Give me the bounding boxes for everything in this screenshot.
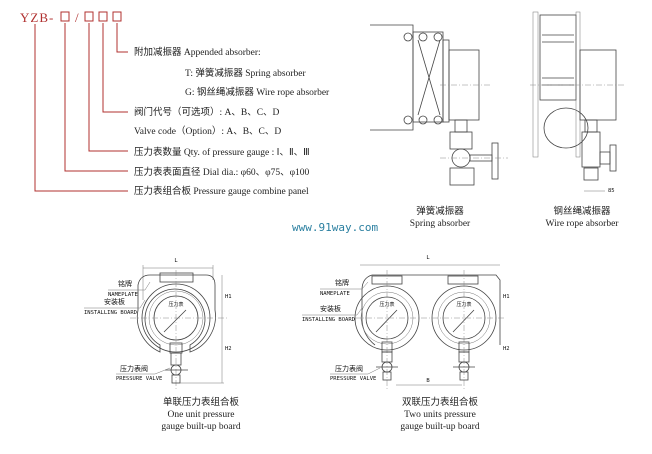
- one-unit-board-drawing: L 压力表 H1 H2 铭牌 NAMEPLATE 安装板 INSTALLING …: [84, 258, 232, 390]
- one-valve-en: PRESSURE VALVE: [116, 376, 162, 382]
- two-dim-L: L: [426, 255, 430, 261]
- code-slash: /: [75, 10, 80, 25]
- legend-appended-absorber: 附加减振器 Appended absorber:: [134, 46, 261, 58]
- two-caption-en2: gauge built-up board: [400, 422, 479, 432]
- two-board-en: INSTALLING BOARD: [302, 317, 355, 323]
- code-box-dial: [60, 11, 70, 22]
- wire-dim: 85: [608, 188, 615, 194]
- model-code: YZB- /: [20, 10, 122, 25]
- wire-rope-absorber-drawing: 85: [530, 11, 625, 194]
- two-caption-en1: Two units pressure: [404, 410, 476, 420]
- one-caption-cn: 单联压力表组合板: [163, 396, 240, 408]
- one-dim-H1: H1: [225, 294, 232, 300]
- code-leader-lines: [34, 23, 128, 192]
- spring-absorber-drawing: [370, 24, 508, 186]
- legend-dial: 压力表表面直径 Dial dia.: φ60、φ75、φ100: [134, 166, 310, 178]
- wire-caption-cn: 钢丝绳减振器: [553, 205, 611, 217]
- one-dim-H2: H2: [225, 346, 232, 352]
- code-legend: 附加减振器 Appended absorber: T: 弹簧减振器 Spring…: [134, 46, 330, 197]
- one-valve-cn: 压力表阀: [120, 364, 148, 373]
- code-prefix: YZB-: [20, 10, 54, 25]
- code-box-qty: [84, 11, 94, 22]
- one-caption-en2: gauge built-up board: [161, 422, 240, 432]
- one-dim-L: L: [174, 258, 178, 264]
- two-dim-H1: H1: [503, 294, 510, 300]
- legend-panel: 压力表组合板 Pressure gauge combine panel: [134, 185, 309, 197]
- two-units-board-drawing: L 压力表 压力表 B H1 H2 铭牌 NAMEPLATE 安装板 INSTA…: [302, 255, 510, 390]
- code-box-absorber: [112, 11, 122, 22]
- legend-valve-cn: 阀门代号（可选项）: A、B、C、D: [134, 106, 280, 118]
- legend-qty: 压力表数量 Qty. of pressure gauge : Ⅰ、Ⅱ、Ⅲ: [134, 146, 310, 158]
- two-nameplate-cn: 铭牌: [335, 278, 349, 287]
- code-box-valve: [98, 11, 108, 22]
- watermark: www.91way.com: [292, 221, 378, 234]
- one-nameplate-cn: 铭牌: [118, 279, 132, 288]
- two-caption-cn: 双联压力表组合板: [402, 396, 479, 408]
- one-board-en: INSTALLING BOARD: [84, 310, 137, 316]
- two-valve-cn: 压力表阀: [335, 364, 363, 373]
- legend-valve-en: Valve code（Option）: A、B、C、D: [134, 125, 281, 137]
- two-dim-H2: H2: [503, 346, 510, 352]
- one-board-cn: 安装板: [104, 297, 125, 306]
- one-caption-en1: One unit pressure: [167, 410, 234, 420]
- spring-caption-cn: 弹簧减振器: [416, 205, 464, 217]
- two-nameplate-en: NAMEPLATE: [320, 291, 350, 297]
- legend-wire-rope: G: 钢丝绳减振器 Wire rope absorber: [185, 86, 330, 98]
- two-valve-en: PRESSURE VALVE: [330, 376, 376, 382]
- two-board-cn: 安装板: [320, 304, 341, 313]
- spring-caption-en: Spring absorber: [410, 219, 471, 229]
- wire-caption-en: Wire rope absorber: [546, 219, 620, 229]
- legend-spring: T: 弹簧减振器 Spring absorber: [185, 67, 306, 79]
- two-dim-B: B: [426, 378, 430, 384]
- one-nameplate-en: NAMEPLATE: [108, 292, 138, 298]
